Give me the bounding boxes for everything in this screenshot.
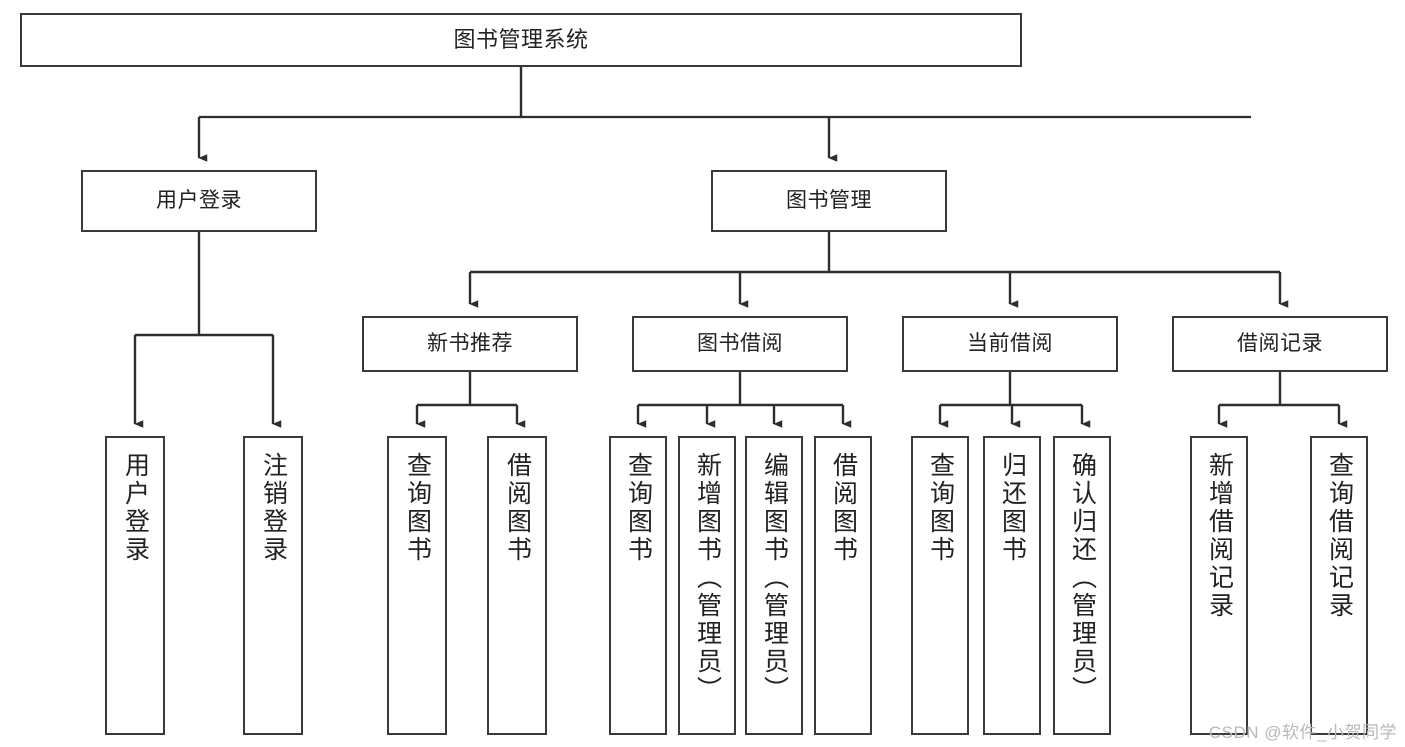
- leaf-confirm-return-admin[interactable]: 确认归还（管理员）: [1053, 436, 1111, 735]
- leaf-edit-book-admin[interactable]: 编辑图书（管理员）: [745, 436, 803, 735]
- node-new-book-recommend[interactable]: 新书推荐: [362, 316, 578, 372]
- leaf-return-book[interactable]: 归还图书: [983, 436, 1041, 735]
- leaf-query-borrow-record-label: 查询借阅记录: [1325, 452, 1354, 620]
- leaf-edit-book-admin-label: 编辑图书（管理员）: [760, 452, 789, 704]
- node-current-borrow-label: 当前借阅: [967, 331, 1053, 355]
- leaf-query-book-borrow[interactable]: 查询图书: [609, 436, 667, 735]
- node-book-manage-label: 图书管理: [786, 188, 872, 212]
- leaf-borrow-book[interactable]: 借阅图书: [814, 436, 872, 735]
- node-book-borrow[interactable]: 图书借阅: [632, 316, 848, 372]
- leaf-user-login[interactable]: 用户登录: [105, 436, 165, 735]
- node-borrow-record[interactable]: 借阅记录: [1172, 316, 1388, 372]
- node-borrow-record-label: 借阅记录: [1237, 331, 1323, 355]
- leaf-user-logout[interactable]: 注销登录: [243, 436, 303, 735]
- node-book-manage[interactable]: 图书管理: [711, 170, 947, 232]
- leaf-borrow-book-rec[interactable]: 借阅图书: [487, 436, 547, 735]
- leaf-query-book-cur[interactable]: 查询图书: [911, 436, 969, 735]
- leaf-borrow-book-label: 借阅图书: [829, 452, 858, 564]
- csdn-watermark: CSDN @软件_小贺同学: [1208, 723, 1397, 742]
- leaf-return-book-label: 归还图书: [998, 452, 1027, 564]
- leaf-query-book-borrow-label: 查询图书: [624, 452, 653, 564]
- leaf-add-book-admin[interactable]: 新增图书（管理员）: [678, 436, 736, 735]
- node-root-label: 图书管理系统: [453, 27, 589, 53]
- leaf-confirm-return-admin-label: 确认归还（管理员）: [1068, 452, 1097, 704]
- leaf-user-login-label: 用户登录: [121, 452, 150, 564]
- node-current-borrow[interactable]: 当前借阅: [902, 316, 1118, 372]
- leaf-query-borrow-record[interactable]: 查询借阅记录: [1310, 436, 1368, 735]
- node-root[interactable]: 图书管理系统: [20, 13, 1022, 67]
- node-user-login[interactable]: 用户登录: [81, 170, 317, 232]
- leaf-query-book-rec-label: 查询图书: [403, 452, 432, 564]
- leaf-query-book-cur-label: 查询图书: [926, 452, 955, 564]
- leaf-query-book-rec[interactable]: 查询图书: [387, 436, 447, 735]
- leaf-add-book-admin-label: 新增图书（管理员）: [693, 452, 722, 704]
- node-new-book-recommend-label: 新书推荐: [427, 331, 513, 355]
- leaf-borrow-book-rec-label: 借阅图书: [503, 452, 532, 564]
- leaf-add-borrow-record-label: 新增借阅记录: [1205, 452, 1234, 620]
- node-book-borrow-label: 图书借阅: [697, 331, 783, 355]
- leaf-add-borrow-record[interactable]: 新增借阅记录: [1190, 436, 1248, 735]
- node-user-login-label: 用户登录: [156, 188, 242, 212]
- leaf-user-logout-label: 注销登录: [259, 452, 288, 564]
